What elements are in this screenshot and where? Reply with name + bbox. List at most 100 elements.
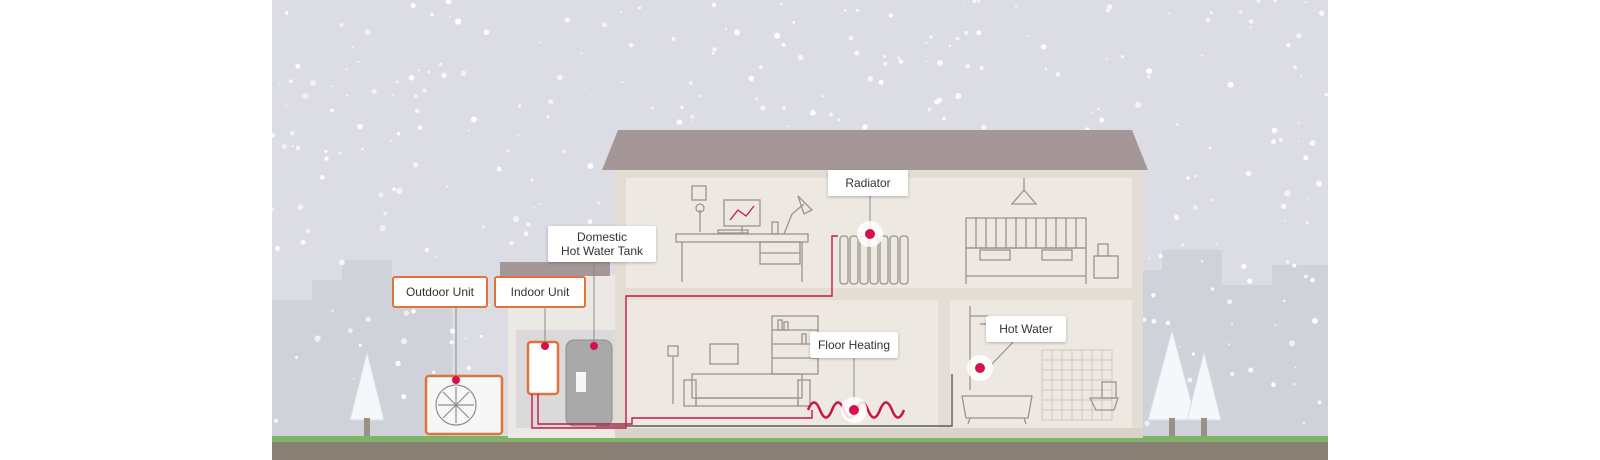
snowflake-icon [782, 106, 786, 110]
snowflake-icon [1228, 343, 1231, 346]
snowflake-icon [1120, 55, 1124, 59]
snowflake-icon [467, 365, 472, 371]
snowflake-icon [413, 94, 418, 99]
snowflake-icon [449, 15, 452, 18]
snowflake-icon [295, 145, 301, 151]
snowflake-icon [1241, 263, 1247, 269]
snowflake-icon [1191, 352, 1195, 356]
toilet-icon [1088, 381, 1119, 411]
snowflake-icon [1292, 65, 1298, 70]
snowflake-icon [449, 340, 454, 345]
snowflake-icon [1300, 75, 1303, 78]
snowflake-icon [412, 162, 419, 168]
snowflake-icon [1165, 320, 1171, 326]
snowflake-icon [1209, 198, 1214, 202]
snowflake-icon [291, 145, 294, 148]
snowflake-icon [1249, 26, 1252, 28]
snowflake-icon [348, 328, 353, 334]
snowflake-icon [948, 45, 951, 48]
snowflake-icon [1305, 221, 1310, 225]
snowflake-icon [1324, 92, 1328, 97]
snowflake-icon [460, 70, 467, 77]
heating-pipes [531, 235, 953, 429]
snowflake-icon [324, 156, 329, 161]
snowflake-icon [465, 337, 467, 340]
snowflake-icon [676, 119, 683, 125]
snowflake-icon [927, 107, 932, 112]
snowflake-icon [976, 30, 982, 36]
snowflake-icon [981, 124, 987, 130]
snowflake-icon [1175, 123, 1179, 126]
snowflake-icon [351, 45, 354, 49]
snowflake-icon [1289, 340, 1296, 347]
snowflake-icon [331, 85, 334, 88]
snowflake-icon [1097, 107, 1100, 110]
snowflake-icon [390, 140, 392, 143]
snowflake-icon [898, 59, 904, 64]
snowflake-icon [712, 47, 717, 52]
snowflake-icon [583, 87, 585, 90]
snowflake-icon [446, 185, 449, 188]
snowflake-icon [290, 130, 295, 136]
snowflake-icon [711, 2, 717, 8]
ground [272, 442, 1328, 460]
snowflake-icon [378, 192, 384, 198]
room-bedroom [936, 178, 1132, 288]
snowflake-icon [532, 206, 535, 209]
snowflake-icon [1151, 293, 1156, 298]
snowflake-icon [1271, 127, 1278, 134]
snowflake-icon [345, 68, 348, 71]
snowflake-icon [1147, 75, 1151, 79]
snowflake-icon [1316, 180, 1323, 187]
snowflake-icon [1135, 101, 1142, 108]
snowflake-icon [427, 70, 431, 74]
snowflake-icon [977, 0, 980, 3]
snowflake-icon [1193, 205, 1198, 210]
snowflake-icon [937, 60, 943, 66]
snowflake-icon [955, 92, 962, 100]
snowflake-icon [942, 116, 946, 121]
annex-roof [500, 262, 610, 276]
snowflake-icon [1297, 140, 1300, 143]
snowflake-icon [480, 334, 483, 338]
snowflake-icon [1230, 371, 1235, 376]
snowflake-icon [843, 9, 847, 12]
snowflake-icon [587, 163, 594, 170]
snowflake-icon [1302, 421, 1306, 425]
fan-icon [435, 384, 477, 426]
floor-heating-label: Floor Heating [810, 332, 898, 358]
snowflake-icon [562, 150, 566, 154]
snowflake-icon [361, 147, 364, 151]
background-buildings [272, 250, 1328, 440]
snowflake-icon [689, 81, 693, 85]
snowflake-icon [523, 231, 529, 237]
snowflake-icon [748, 75, 755, 82]
snowflake-icon [319, 174, 325, 180]
hot-water-tank [565, 339, 613, 427]
snowflake-icon [780, 2, 783, 6]
snowflake-icon [300, 239, 306, 245]
snowflake-icon [1256, 0, 1261, 3]
snowflake-icon [396, 187, 403, 195]
snowflake-icon [929, 35, 933, 39]
snowflake-icon [1285, 260, 1290, 264]
snowflake-icon [424, 247, 429, 252]
snowflake-icon [854, 50, 860, 56]
snowflake-icon [1280, 203, 1287, 210]
snowflake-icon [414, 108, 420, 114]
snowflake-icon [937, 97, 943, 103]
snowflake-icon [691, 121, 693, 123]
snowflake-icon [711, 51, 715, 55]
snowflake-icon [1283, 299, 1286, 303]
snowflake-icon [408, 75, 415, 81]
snowflake-icon [897, 56, 900, 60]
lamp-icon [1010, 178, 1038, 205]
bathtub-icon [961, 395, 1033, 425]
snowflake-icon [628, 42, 634, 48]
snowflake-icon [488, 303, 491, 307]
snowflake-icon [455, 18, 462, 25]
snowflake-icon [1273, 0, 1277, 3]
bed-icon [965, 217, 1119, 284]
snowflake-icon [1099, 117, 1105, 123]
lamp-icon [771, 195, 814, 235]
